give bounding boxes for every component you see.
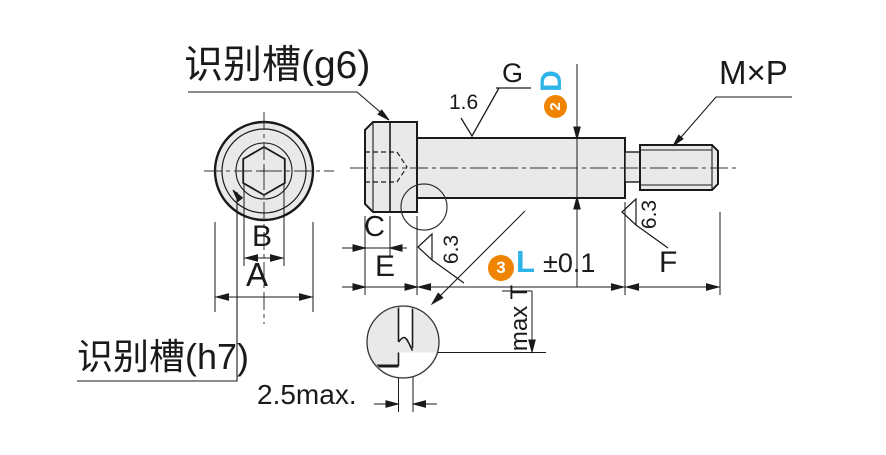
callout-d-letter: D: [534, 70, 568, 92]
roughness-16-label: 1.6: [449, 91, 479, 114]
roughness-63-thread-face-label: 6.3: [638, 199, 662, 230]
detail-leader-arrow: [430, 292, 444, 306]
roughness-tail-2: [635, 224, 669, 249]
hidden-socket-lines: [365, 151, 408, 183]
surface-finish-symbols: [417, 87, 669, 284]
grind-symbol-label: G: [502, 58, 524, 88]
relief-groove-opening: [398, 307, 413, 350]
extension-lines-side: [364, 202, 721, 295]
g6-leader: [188, 91, 387, 118]
groove-h7-label: 识别槽(h7): [77, 336, 250, 377]
roughness-symbol-head-face: [417, 232, 433, 262]
detail-circle-outline: [366, 305, 440, 379]
dim-b-label: B: [252, 220, 273, 253]
detail-reference-circle: [400, 183, 448, 231]
dim-f-label: F: [659, 246, 678, 279]
h7-leader: [77, 192, 238, 382]
detail-leader: [435, 210, 526, 301]
dim-c-label: C: [364, 211, 385, 243]
thread-spec-label: M×P: [719, 54, 788, 91]
neck-undercut-shape: [624, 151, 641, 183]
max-t-label: max T: [506, 284, 534, 352]
thread-root-lines: [640, 149, 712, 186]
relief-width-label: 2.5max.: [257, 379, 357, 410]
detail-view-magnified: [366, 305, 440, 379]
dim-e-label: E: [375, 250, 396, 283]
mxp-leader-arrow: [672, 134, 684, 147]
dim-line-relief-width: [374, 352, 437, 412]
callout-l-letter: L: [516, 244, 535, 279]
roughness-symbol-thread-face: [621, 197, 637, 227]
roughness-tail-1: [431, 259, 465, 284]
g6-leader-arrow: [377, 109, 390, 121]
dim-a-label: A: [246, 256, 269, 293]
mxp-leader: [675, 96, 792, 144]
callout-l-number-badge: 3: [488, 255, 514, 281]
callout-d-number-badge: 2: [544, 95, 567, 118]
h7-leader-arrow: [232, 189, 244, 203]
leader-lines: [77, 91, 792, 382]
roughness-63-head-face-label: 6.3: [440, 234, 464, 265]
dimension-lines: [214, 64, 721, 412]
grind-finish-symbol: [460, 87, 531, 138]
side-view: [350, 121, 740, 231]
callout-l-tolerance: ±0.1: [543, 248, 596, 278]
relief-radius-curve: [397, 336, 414, 351]
extension-lines-front: [214, 184, 314, 312]
front-view: [204, 112, 334, 324]
groove-g6-label: 识别槽(g6): [184, 44, 371, 87]
